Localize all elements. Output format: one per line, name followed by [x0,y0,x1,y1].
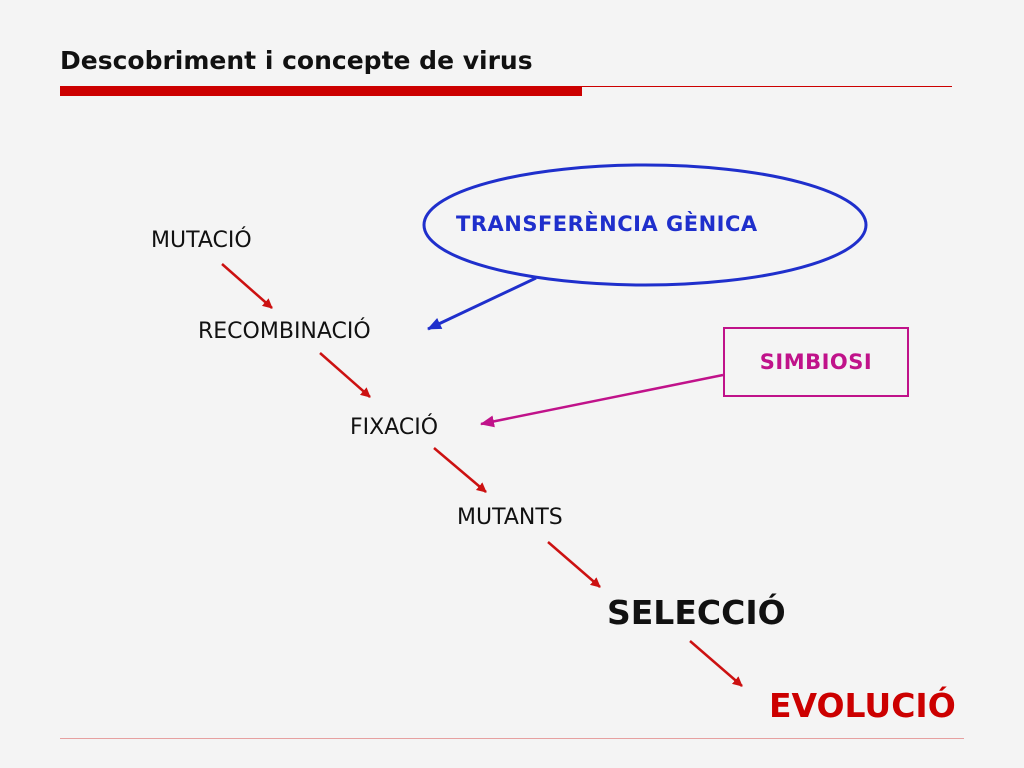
node-simbiosi: SIMBIOSI [759,350,873,374]
node-evolucio: EVOLUCIÓ [769,686,956,725]
arrow-mutants-seleccio [547,541,601,588]
node-seleccio: SELECCIÓ [607,593,786,632]
arrow-transferencia-recombinacio [427,276,537,331]
transferencia-ellipse [422,163,868,287]
slide-title: Descobriment i concepte de virus [60,46,533,75]
footer-rule [60,738,964,739]
node-fixacio: FIXACIÓ [350,415,439,440]
title-underline-bar [60,86,582,96]
node-mutacio: MUTACIÓ [151,228,252,253]
arrow-seleccio-evolucio [689,640,743,687]
title-underline-rule [582,86,952,87]
arrow-mutacio-recombinacio [221,263,273,309]
node-recombinacio: RECOMBINACIÓ [198,319,371,344]
simbiosi-box: SIMBIOSI [723,327,909,397]
node-mutants: MUTANTS [457,505,563,530]
arrow-simbiosi-fixacio [480,373,724,428]
arrow-recombinacio-fixacio [319,352,371,398]
arrow-fixacio-mutants [433,447,487,493]
node-transferencia-genica: TRANSFERÈNCIA GÈNICA [456,212,758,236]
